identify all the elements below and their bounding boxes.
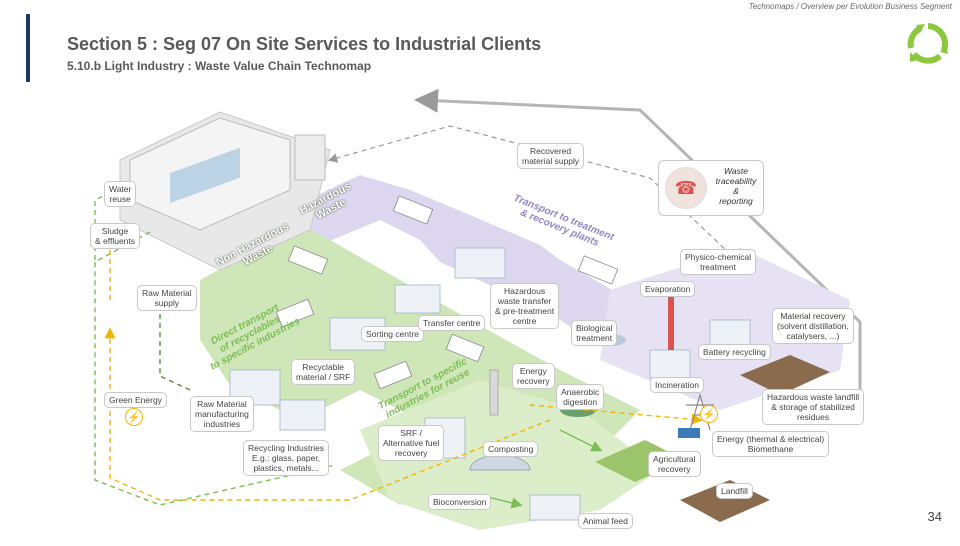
title-accent-bar (26, 14, 30, 82)
hazardous-landfill-label: Hazardous waste landfill & storage of st… (762, 389, 865, 425)
green-energy-label: Green Energy (104, 392, 167, 408)
anaerobic-digestion-label: Anaerobic digestion (556, 384, 605, 410)
battery-recycling-building (709, 319, 751, 346)
truck (287, 245, 329, 275)
transfer-centre-building (394, 284, 441, 314)
recycling-industry-building (279, 399, 326, 431)
recycling-industries-label: Recycling Industries E.g.: glass, paper,… (243, 440, 330, 476)
transfer-centre-label: Transfer centre (418, 315, 486, 331)
agricultural-arrow (559, 429, 603, 452)
waste-traceability-label: Waste traceability & reporting (715, 166, 757, 206)
agricultural-field (595, 440, 685, 482)
truck (275, 298, 315, 328)
page-subtitle: 5.10.b Light Industry : Waste Value Chai… (67, 59, 372, 73)
operator-tablet-icon: ☎ (665, 167, 707, 209)
green-energy-arrow (104, 327, 551, 501)
recycling-logo-icon (907, 23, 949, 64)
page-number: 34 (927, 509, 942, 524)
page-title: Section 5 : Seg 07 On Site Services to I… (67, 34, 542, 54)
sorting-centre-label: Sorting centre (361, 326, 424, 342)
biological-treatment-label: Biological treatment (571, 320, 618, 346)
truck (577, 255, 619, 285)
truck (392, 195, 434, 225)
recyclable-material-label: Recyclable material / SRF (291, 359, 356, 385)
incineration-building (649, 349, 691, 379)
lightning-bolt-icon: ⚡ (700, 405, 718, 423)
energy-recovery-chimney (489, 369, 499, 416)
lightning-bolt-icon: ⚡ (125, 408, 143, 426)
energy-substation (678, 428, 700, 438)
waste-traceability-card: ☎ Waste traceability & reporting (658, 160, 764, 216)
recovered-material-label: Recovered material supply (517, 143, 585, 169)
truck (445, 333, 485, 363)
raw-material-supply-label: Raw Material supply (137, 285, 197, 311)
incineration-label: Incineration (650, 377, 704, 393)
hazardous-transfer-label: Hazardous waste transfer & pre-treatment… (490, 283, 560, 329)
sludge-effluents-label: Sludge & effluents (90, 223, 141, 249)
srf-recovery-label: SRF / Alternative fuel recovery (378, 425, 445, 461)
non-hazardous-flow-band (200, 225, 640, 505)
material-recovery-label: Material recovery (solvent distillation,… (772, 308, 854, 344)
hazardous-transfer-building (454, 247, 506, 279)
battery-recycling-label: Battery recycling (698, 344, 771, 360)
physico-chemical-label: Physico-chemical treatment (680, 249, 757, 275)
factory-machinery (170, 147, 240, 204)
animal-feed-label: Animal feed (578, 513, 633, 529)
sludge-return-arrow (94, 231, 336, 506)
factory-tower (294, 134, 326, 181)
recovered-material-dashed-arrow (327, 125, 771, 293)
hazardous-landfill-pit (740, 355, 830, 395)
raw-material-supply-arrow (154, 297, 191, 391)
evaporation-label: Evaporation (640, 281, 696, 297)
agricultural-recovery-label: Agricultural recovery (648, 451, 701, 477)
composting-label: Composting (483, 441, 539, 457)
landfill-label: Landfill (716, 483, 753, 499)
water-reuse-label: Water reuse (104, 181, 137, 207)
energy-recovery-label: Energy recovery (512, 363, 555, 389)
truck (373, 360, 413, 390)
recovered-material-return-arrow (414, 88, 862, 395)
header-breadcrumb: Technomaps / Overview per Evolution Busi… (748, 2, 952, 11)
incinerator-chimney (668, 290, 674, 350)
bioconversion-label: Bioconversion (428, 494, 492, 510)
animal-feed-building (529, 494, 581, 521)
energy-thermal-label: Energy (thermal & electrical) Biomethane (712, 431, 830, 457)
raw-material-industries-label: Raw Material manufacturing industries (190, 396, 254, 432)
